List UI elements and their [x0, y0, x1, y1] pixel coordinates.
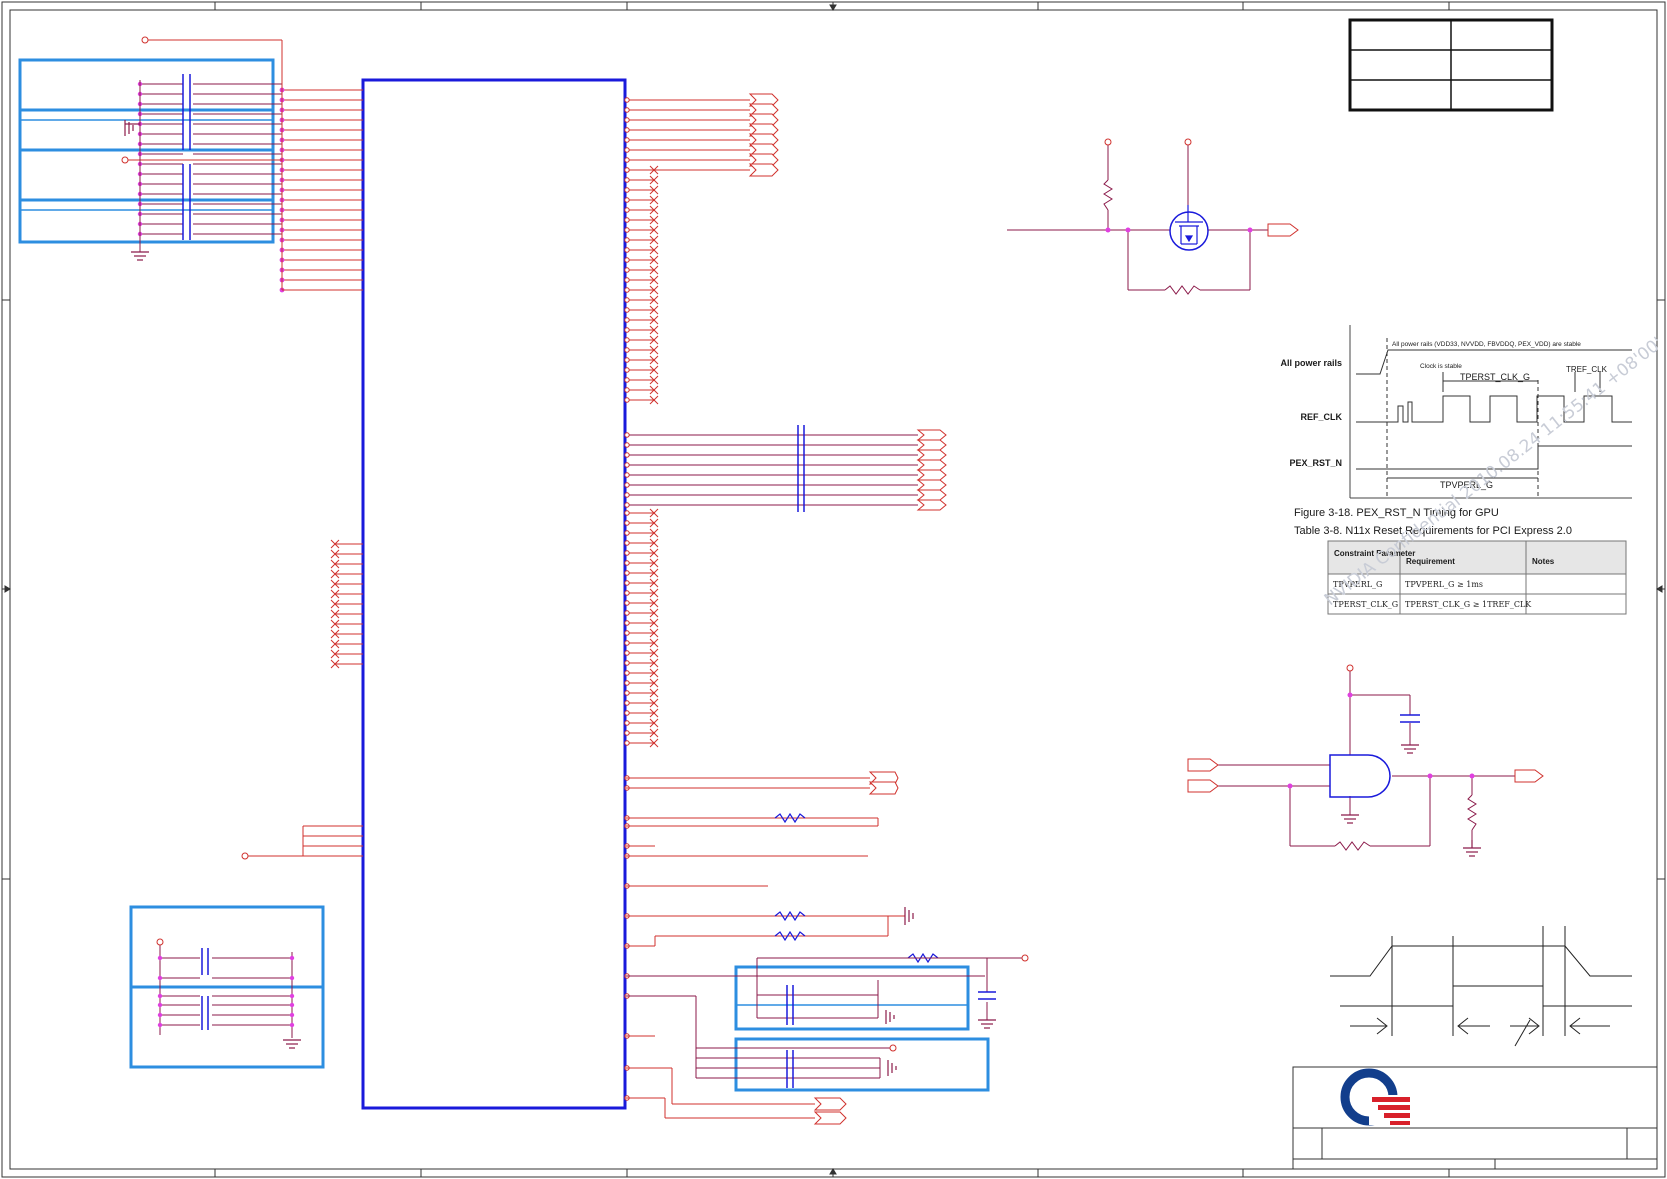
filter-block-upper	[625, 954, 1029, 1078]
note-power-stable: All power rails (VDD33, NVVDD, FBVDDQ, P…	[1392, 341, 1581, 348]
table-caption: Table 3-8. N11x Reset Requirements for P…	[1294, 525, 1572, 537]
table-header-requirement: Requirement	[1406, 557, 1455, 566]
signal-label-refclk: REF_CLK	[1300, 412, 1342, 422]
signal-label-power: All power rails	[1280, 358, 1342, 368]
bottom-output-connector	[625, 1035, 847, 1125]
and-gate-reset-logic	[1187, 664, 1544, 857]
t-pvperl-label: TPVPERL_G	[1440, 480, 1493, 490]
left-power-feed	[241, 825, 363, 860]
decoupling-block-bottom-left	[129, 905, 325, 1069]
filter-block-lower	[696, 1037, 990, 1092]
note-clock-stable: Clock is stable	[1420, 363, 1462, 370]
ground-symbol	[904, 907, 914, 925]
figure-caption: Figure 3-18. PEX_RST_N Timing for GPU	[1294, 507, 1499, 519]
table-cell-r2-c1: TPERST_CLK_G	[1333, 600, 1398, 609]
table-header-notes: Notes	[1532, 557, 1555, 566]
mosfet-level-shifter	[1007, 138, 1299, 295]
decoupling-block-top-left	[18, 36, 363, 291]
ic-lower-signals	[625, 771, 905, 947]
pcie-ac-coupled-lanes	[624, 425, 947, 512]
company-logo	[1340, 1068, 1410, 1126]
main-ic-body	[361, 78, 627, 1110]
table-cell-r1-c1: TPVPERL_G	[1333, 580, 1382, 589]
t-perst-clk-label: TPERST_CLK_G	[1460, 372, 1530, 382]
title-block	[1292, 1066, 1658, 1170]
ic-left-pins	[279, 87, 363, 669]
reset-requirements-table: Constraint Parameter Requirement Notes T…	[1327, 540, 1627, 615]
sequence-sketch	[1330, 926, 1632, 1047]
table-header-constraint: Constraint Parameter	[1334, 549, 1415, 558]
t-ref-clk-label: TREF_CLK	[1566, 365, 1608, 374]
ic-right-pins	[624, 93, 779, 1101]
table-cell-r1-c2: TPVPERL_G ≥ 1ms	[1405, 580, 1483, 589]
signal-label-pexrst: PEX_RST_N	[1289, 458, 1342, 468]
table-cell-r2-c2: TPERST_CLK_G ≥ 1TREF_CLK	[1405, 600, 1532, 609]
pex-reset-timing-figure: All power rails REF_CLK PEX_RST_N All po…	[1280, 325, 1667, 615]
revision-table	[1348, 18, 1554, 112]
